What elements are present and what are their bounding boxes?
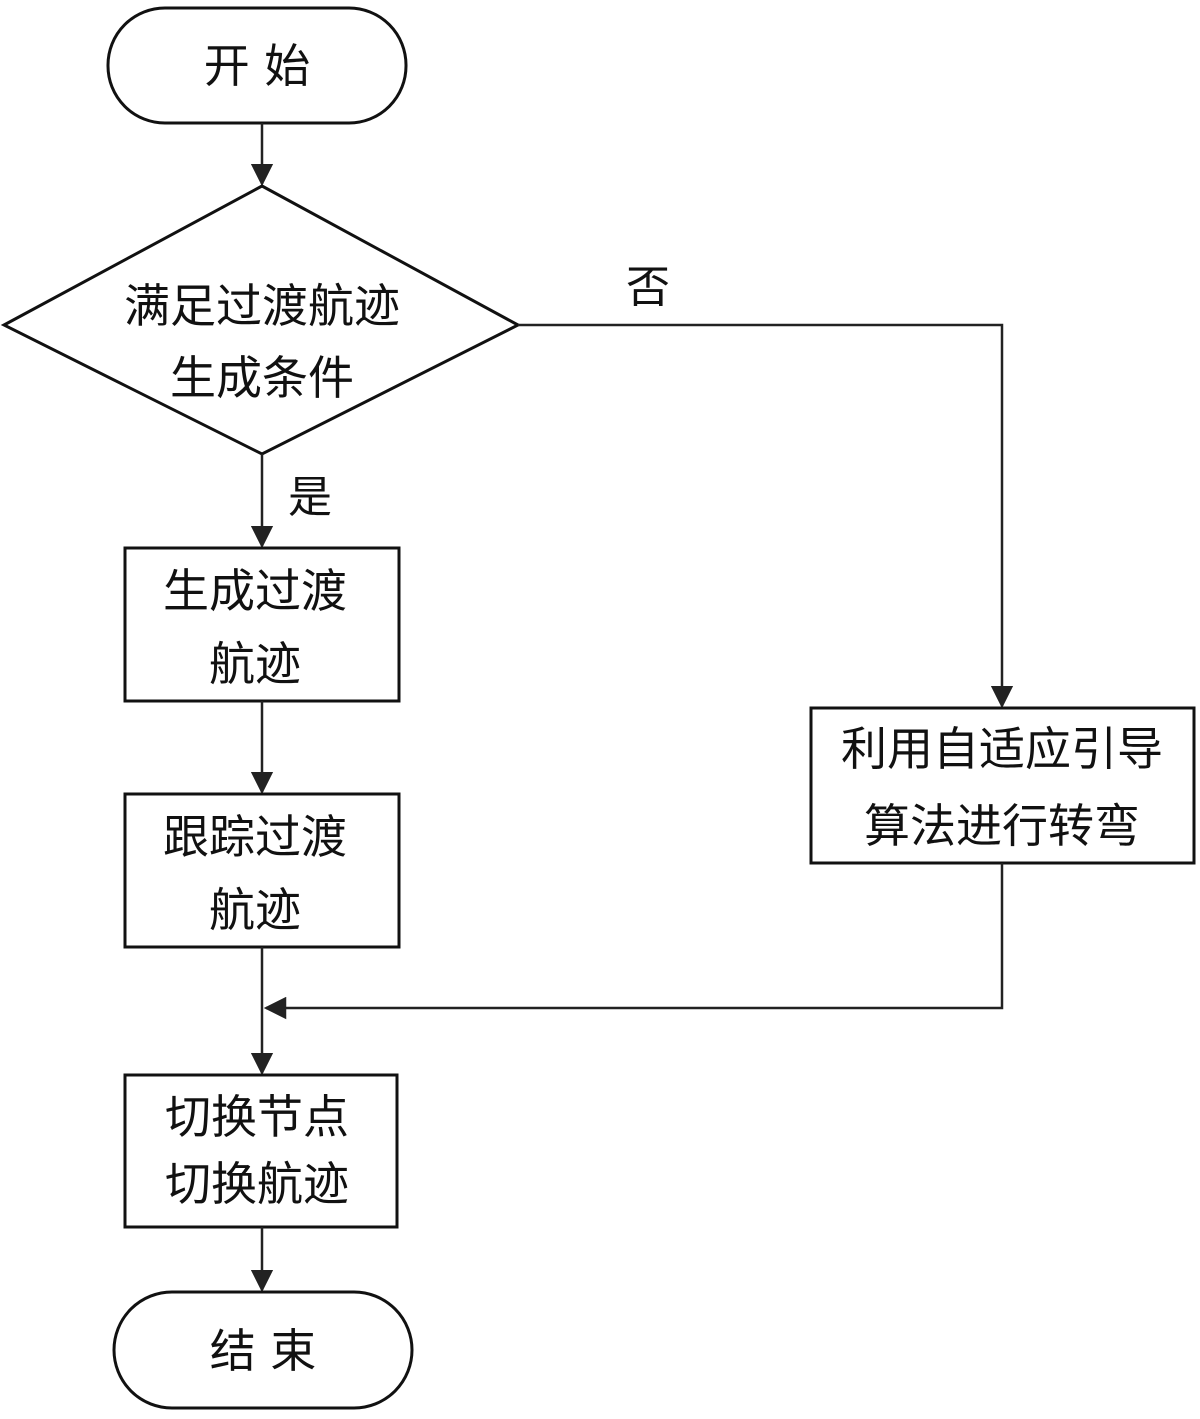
decision-label-line2: 生成条件 — [170, 351, 354, 405]
node-adaptive: 利用自适应引导 算法进行转弯 — [809, 706, 1196, 865]
edge-decision-to-adaptive — [518, 323, 1014, 709]
node-decision: 满足过渡航迹 生成条件 — [0, 184, 522, 456]
node-track: 跟踪过渡 航迹 — [123, 792, 401, 949]
switch-label-line2: 切换航迹 — [165, 1157, 349, 1211]
start-label: 开 始 — [204, 39, 311, 93]
switch-process-shape — [123, 1073, 399, 1229]
track-label-line2: 航迹 — [209, 883, 301, 937]
adaptive-process-shape — [809, 706, 1196, 865]
track-label-line1: 跟踪过渡 — [163, 810, 347, 864]
end-terminal-shape — [112, 1290, 414, 1410]
edge-no-label: 否 — [626, 262, 670, 313]
generate-label-line2: 航迹 — [209, 637, 301, 691]
node-end: 结 束 — [112, 1290, 414, 1410]
edge-adaptive-to-merge — [263, 863, 1004, 1020]
generate-label-line1: 生成过渡 — [163, 564, 347, 618]
end-label: 结 束 — [210, 1324, 317, 1378]
switch-label-line1: 切换节点 — [165, 1090, 349, 1144]
node-switch: 切换节点 切换航迹 — [123, 1073, 399, 1229]
adaptive-label-line2: 算法进行转弯 — [864, 799, 1140, 853]
node-generate: 生成过渡 航迹 — [123, 546, 401, 703]
node-start: 开 始 — [106, 6, 408, 125]
adaptive-label-line1: 利用自适应引导 — [841, 722, 1163, 776]
edge-yes-label: 是 — [288, 472, 332, 523]
decision-label-line1: 满足过渡航迹 — [124, 279, 400, 333]
start-terminal-shape — [106, 6, 408, 125]
track-process-shape — [123, 792, 401, 949]
